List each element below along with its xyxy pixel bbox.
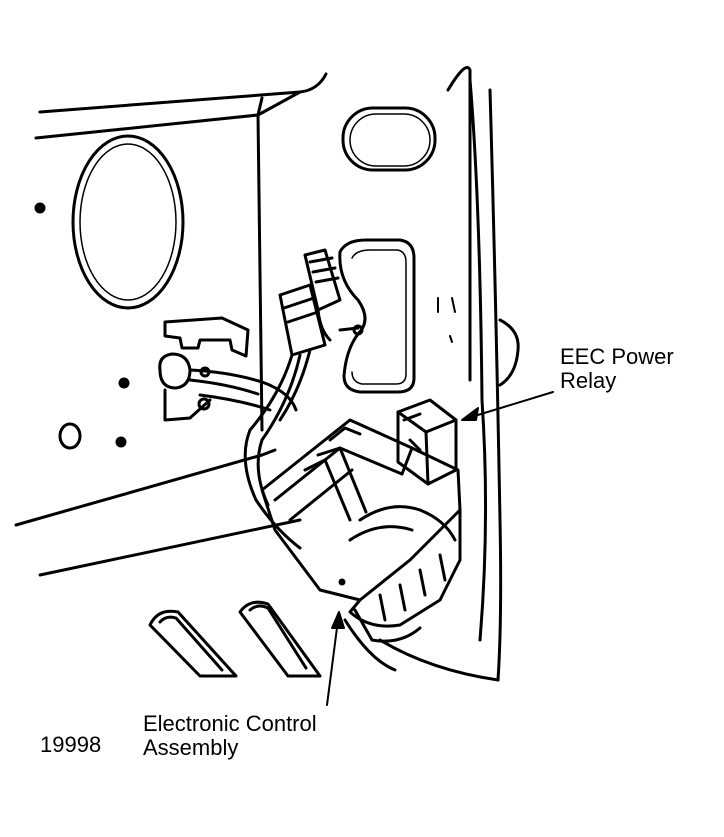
lower-slots: [148, 600, 322, 678]
electronic-control-assembly-label-line2: Assembly: [143, 735, 239, 760]
eca-callout-arrow: [326, 611, 345, 706]
relay-callout-arrow: [461, 391, 554, 421]
oval-opening-inner: [79, 143, 177, 301]
panel-top-edge: [34, 72, 328, 140]
oval-opening: [71, 134, 185, 310]
harness-clip: [158, 316, 298, 422]
wiring-harness: [243, 248, 364, 550]
panel-outline: [14, 113, 302, 577]
top-slot: [341, 106, 437, 172]
figure-number: 19998: [40, 732, 102, 757]
eec-power-relay-label: EEC Power Relay: [560, 345, 674, 393]
electronic-control-assembly-label-line1: Electronic Control: [143, 711, 317, 736]
door-pillar: [343, 66, 520, 682]
recess-cutout: [338, 238, 416, 394]
eec-power-relay-label-line1: EEC Power: [560, 344, 674, 369]
round-hole: [58, 422, 82, 450]
mounting-holes: [34, 202, 130, 448]
eec-power-relay-label-line2: Relay: [560, 368, 617, 393]
ecu-module: [260, 418, 462, 643]
pillar-marks: [437, 297, 456, 343]
electronic-control-assembly-label: Electronic Control Assembly: [143, 712, 317, 760]
eec-relay-component: [396, 398, 458, 486]
